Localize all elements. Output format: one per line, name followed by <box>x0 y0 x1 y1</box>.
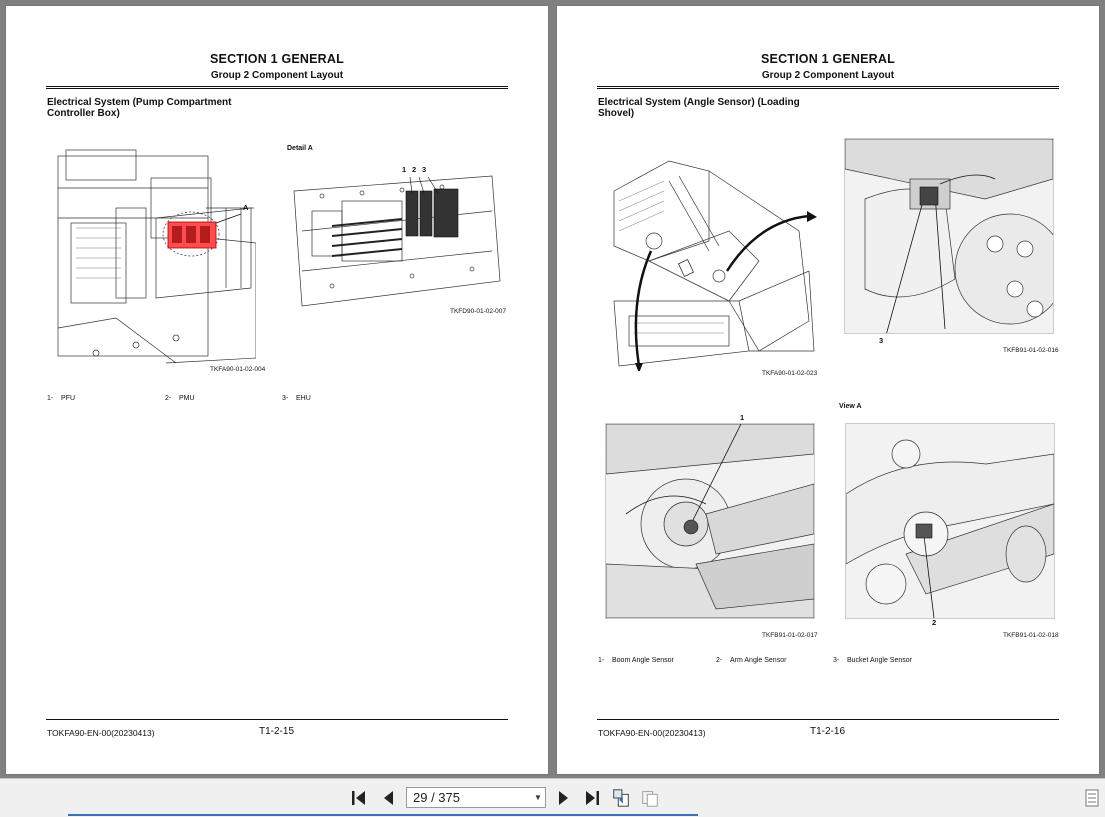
arm-sensor-figure <box>845 423 1055 619</box>
document-viewport[interactable]: SECTION 1 GENERAL Group 2 Component Layo… <box>0 0 1105 778</box>
page-header: SECTION 1 GENERAL Group 2 Component Layo… <box>597 52 1059 81</box>
callout-2: 2 <box>932 618 937 627</box>
callout-3: 3 <box>879 336 884 345</box>
footer-page-number: T1-2-16 <box>810 726 846 737</box>
callout-3: 3 <box>422 165 427 174</box>
view-caption: View A <box>839 403 862 410</box>
callout-a: A <box>243 203 249 212</box>
legend-item: 2-Arm Angle Sensor <box>716 657 787 664</box>
bucket-sensor-figure <box>844 138 1066 340</box>
legend-item: 3-EHU <box>282 395 311 402</box>
callout-1: 1 <box>402 165 407 174</box>
callout-2: 2 <box>412 165 417 174</box>
pump-compartment-figure <box>56 148 257 368</box>
subsection-title-line1: Electrical System (Pump Compartment <box>47 97 232 108</box>
footer-rule <box>597 719 1059 720</box>
loading-shovel-figure <box>609 151 819 373</box>
figure-code: TKFB91-01-02-017 <box>762 632 818 639</box>
section-title: SECTION 1 GENERAL <box>761 52 895 66</box>
page-indicator: 29 / 375 <box>413 790 460 805</box>
legend-item: 3-Bucket Angle Sensor <box>833 657 912 664</box>
controller-box-detail-figure <box>292 171 502 311</box>
chevron-down-icon: ▼ <box>534 793 542 802</box>
header-rule <box>46 86 508 89</box>
group-title: Group 2 Component Layout <box>761 70 895 81</box>
next-page-icon[interactable] <box>553 787 573 809</box>
footer-doc-code: TOKFA90-EN-00(20230413) <box>47 728 155 738</box>
viewer-toolbar: 29 / 375 ▼ <box>0 778 1105 817</box>
page-left: SECTION 1 GENERAL Group 2 Component Layo… <box>6 6 548 774</box>
header-rule <box>597 86 1059 89</box>
subsection-title-line2: Shovel) <box>598 108 635 119</box>
figure-code: TKFA90-01-02-004 <box>210 366 266 373</box>
boom-sensor-figure <box>605 423 815 619</box>
last-page-icon[interactable] <box>581 787 601 809</box>
detail-caption: Detail A <box>287 145 313 152</box>
subsection-title: Electrical System (Pump Compartment Cont… <box>47 97 267 119</box>
single-page-view-icon[interactable] <box>611 787 631 809</box>
two-page-view-icon[interactable] <box>640 787 660 809</box>
subsection-title: Electrical System (Angle Sensor) (Loadin… <box>598 97 828 119</box>
legend-item: 1-Boom Angle Sensor <box>598 657 674 664</box>
footer-doc-code: TOKFA90-EN-00(20230413) <box>598 728 706 738</box>
figure-code: TKFD90-01-02-007 <box>450 308 506 315</box>
prev-page-icon[interactable] <box>379 787 399 809</box>
page-number-select[interactable]: 29 / 375 ▼ <box>406 787 546 808</box>
figure-code: TKFB91-01-02-018 <box>1003 632 1059 639</box>
callout-1: 1 <box>740 413 745 422</box>
legend-item: 1-PFU <box>47 395 75 402</box>
section-title: SECTION 1 GENERAL <box>210 52 344 66</box>
page-header: SECTION 1 GENERAL Group 2 Component Layo… <box>46 52 508 81</box>
figure-code: TKFA90-01-02-023 <box>762 370 818 377</box>
footer-page-number: T1-2-15 <box>259 726 295 737</box>
footer-rule <box>46 719 508 720</box>
scroll-indicator <box>68 814 698 816</box>
menu-icon[interactable] <box>1082 787 1102 809</box>
first-page-icon[interactable] <box>350 787 370 809</box>
group-title: Group 2 Component Layout <box>210 70 344 81</box>
page-right: SECTION 1 GENERAL Group 2 Component Layo… <box>557 6 1099 774</box>
legend-item: 2-PMU <box>165 395 195 402</box>
figure-code: TKFB91-01-02-016 <box>1003 347 1059 354</box>
subsection-title-line2: Controller Box) <box>47 108 120 119</box>
subsection-title-line1: Electrical System (Angle Sensor) (Loadin… <box>598 97 800 108</box>
